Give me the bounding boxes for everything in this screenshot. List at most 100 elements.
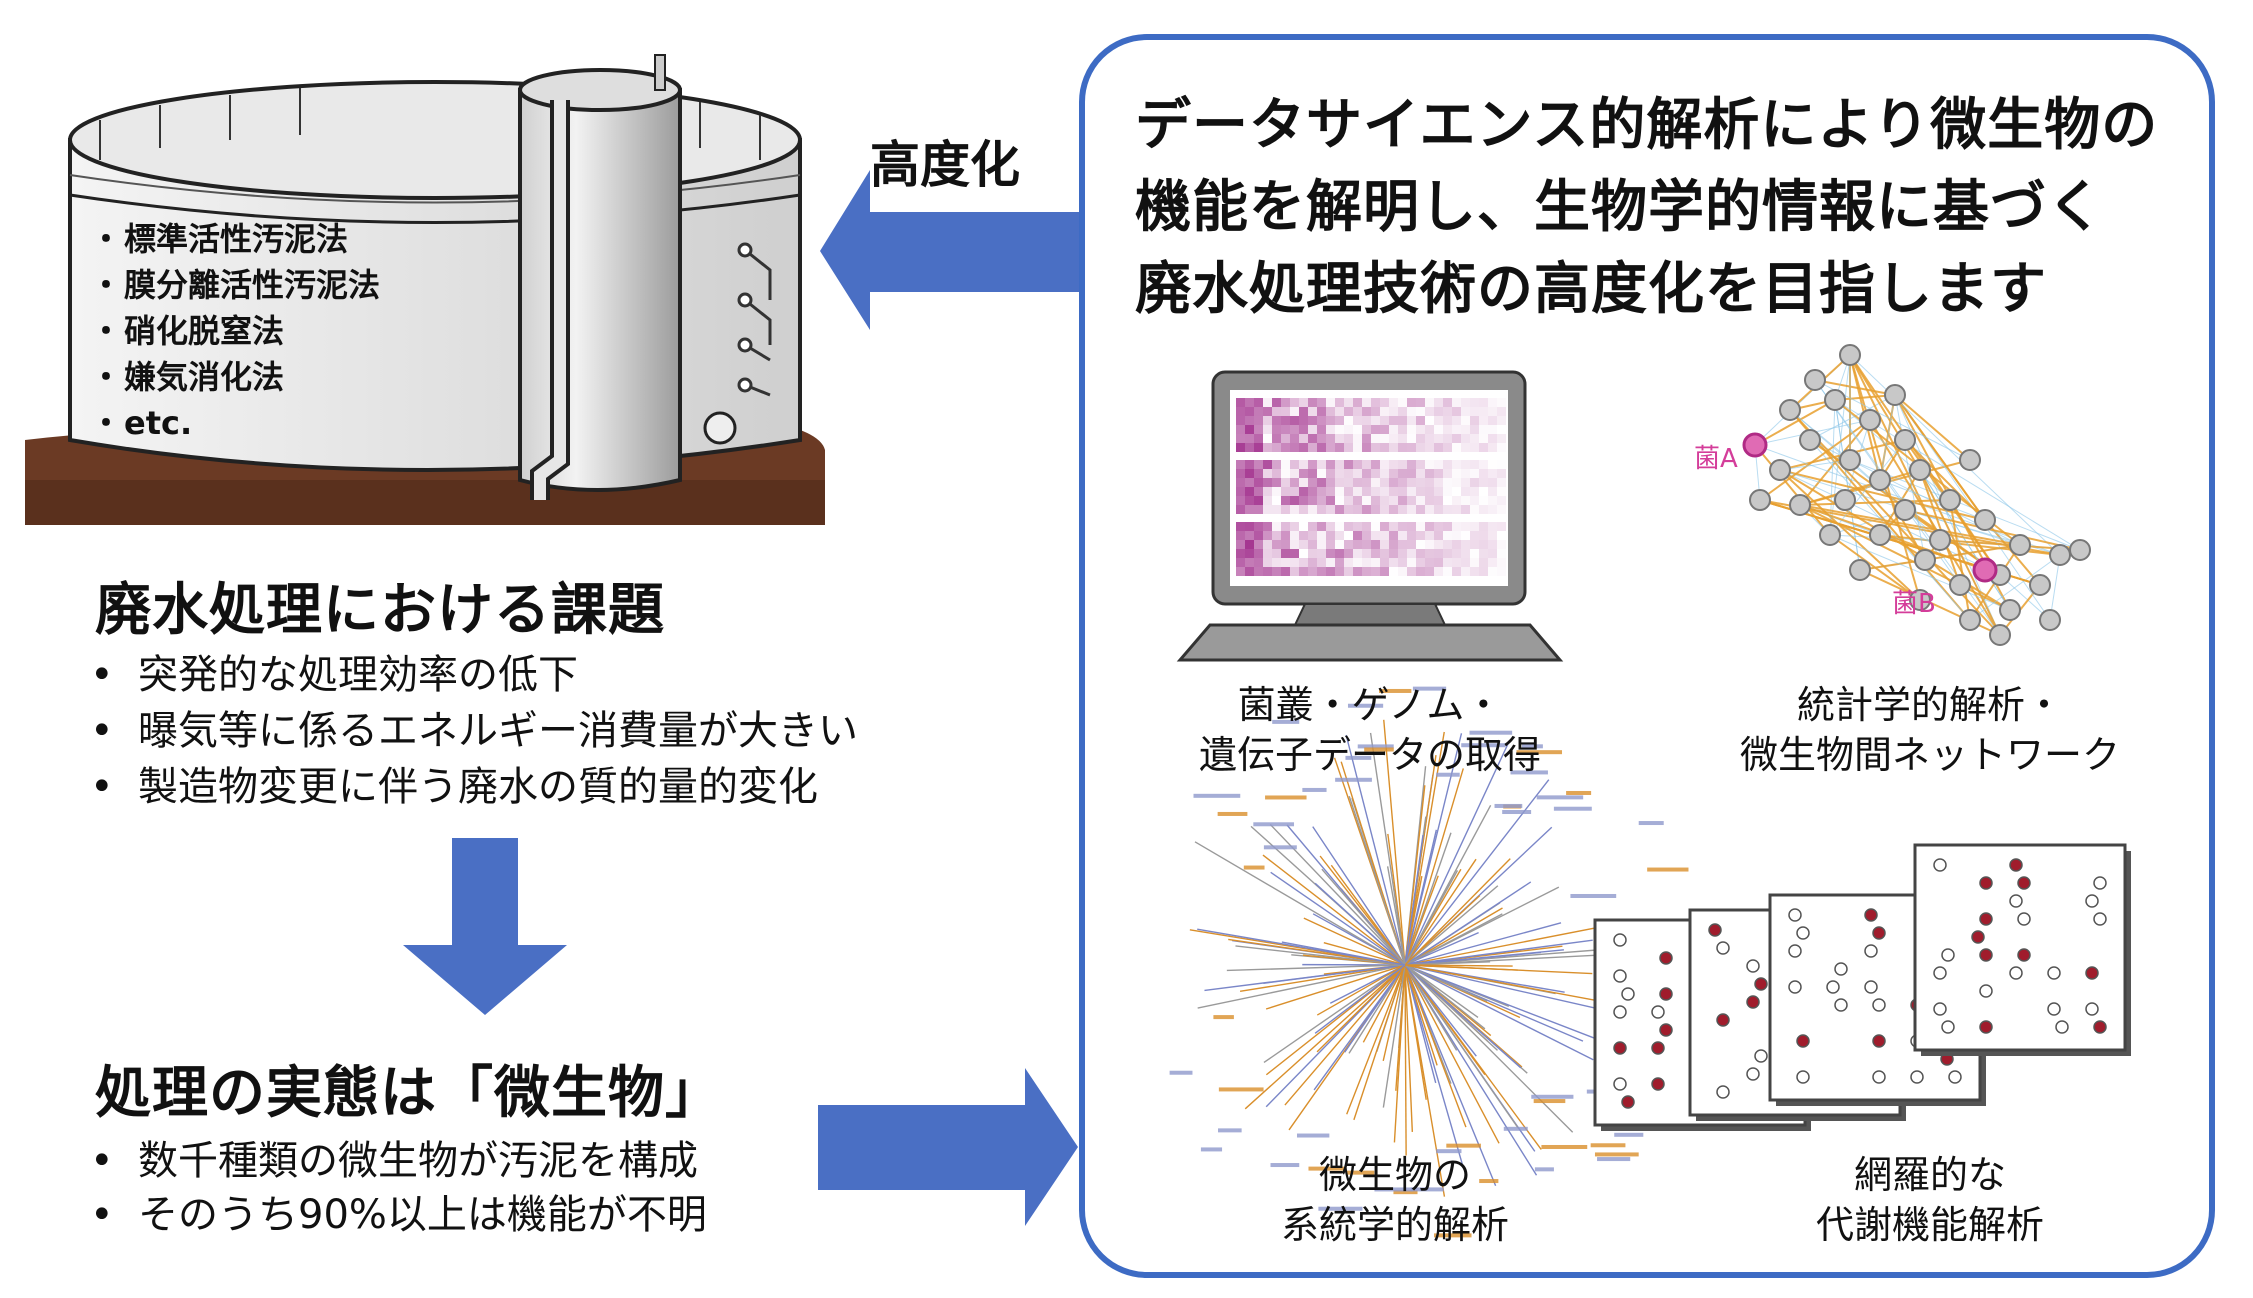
heatmap-cell <box>1353 469 1362 478</box>
heatmap-cell <box>1416 522 1425 531</box>
heatmap-cell <box>1362 460 1371 469</box>
pathway-node <box>1754 977 1768 991</box>
caption-line: 網羅的な <box>1853 1153 2006 1197</box>
heatmap-cell <box>1299 522 1308 531</box>
network-node <box>1929 529 1951 551</box>
heatmap-cell <box>1272 531 1281 540</box>
heatmap-cell <box>1452 531 1461 540</box>
phylo-branch <box>1404 834 1424 966</box>
network-edge <box>1834 399 1951 501</box>
heatmap-cell <box>1254 469 1263 478</box>
phylo-branch <box>1323 942 1406 966</box>
heatmap-cell <box>1344 522 1353 531</box>
phylo-leaf <box>1590 1143 1626 1148</box>
heatmap-cell <box>1461 443 1470 452</box>
pathway-node <box>1834 962 1848 976</box>
heatmap-cell <box>1497 460 1506 469</box>
heatmap-cell <box>1344 425 1353 434</box>
heatmap-cell <box>1425 469 1434 478</box>
network-graph-icon <box>1742 344 2091 646</box>
heatmap-cell <box>1317 469 1326 478</box>
heatmap-cell <box>1407 443 1416 452</box>
heatmap-cell <box>1434 443 1443 452</box>
pathway-node <box>2055 1020 2069 1034</box>
heatmap-cell <box>1308 531 1317 540</box>
heatmap-cell <box>1236 478 1245 487</box>
heatmap-cell <box>1254 496 1263 505</box>
heatmap-cell <box>1353 425 1362 434</box>
heatmap-cell <box>1317 478 1326 487</box>
heatmap-cell <box>1389 496 1398 505</box>
heatmap-cell <box>1308 478 1317 487</box>
network-edge <box>1809 439 1971 621</box>
pathway-node <box>1613 1041 1627 1055</box>
network-edge <box>1799 469 1921 506</box>
reality-title: 処理の実態は「微生物」 <box>95 1061 722 1126</box>
heatmap-cell <box>1344 460 1353 469</box>
pathway-node <box>1659 951 1673 965</box>
heatmap-cell <box>1335 478 1344 487</box>
pathway-node <box>1613 969 1627 983</box>
heatmap-cell <box>1245 425 1254 434</box>
heatmap-cell <box>1479 487 1488 496</box>
heatmap-cell <box>1326 522 1335 531</box>
heatmap-cell <box>1389 443 1398 452</box>
phylo-branch <box>1404 964 1479 1018</box>
heatmap-cell <box>1272 549 1281 558</box>
phylo-branch <box>1382 964 1406 1062</box>
network-edge <box>1969 554 2061 621</box>
heatmap-cell <box>1443 496 1452 505</box>
heatmap-cell <box>1281 416 1290 425</box>
heatmap-cell <box>1299 540 1308 549</box>
network-node <box>1939 489 1961 511</box>
heatmap-cell <box>1461 469 1470 478</box>
phylo-leaf <box>1570 893 1617 898</box>
heatmap-cell <box>1308 434 1317 443</box>
heatmap-cell <box>1263 443 1272 452</box>
heatmap-cell <box>1470 531 1479 540</box>
heatmap-cell <box>1470 540 1479 549</box>
heatmap-cell <box>1488 522 1497 531</box>
network-node <box>1819 524 1841 546</box>
heatmap-cell <box>1362 567 1371 576</box>
phylo-branch <box>1353 964 1406 1121</box>
heatmap-cell <box>1479 425 1488 434</box>
network-edge <box>1904 509 2081 551</box>
heatmap-cell <box>1281 425 1290 434</box>
phylo-branch <box>1404 964 1438 1066</box>
heatmap-cell <box>1299 558 1308 567</box>
heatmap-cell <box>1452 522 1461 531</box>
phylo-leaf <box>1533 1099 1566 1104</box>
network-edge <box>1759 419 1871 501</box>
heatmap-cell <box>1245 549 1254 558</box>
heatmap-cell <box>1263 434 1272 443</box>
heatmap-cell <box>1380 434 1389 443</box>
heatmap-cell <box>1272 469 1281 478</box>
pathway-node <box>1872 1070 1886 1084</box>
heatmap-cell <box>1443 425 1452 434</box>
phylo-branch <box>1404 964 1522 1069</box>
heatmap-cell <box>1470 478 1479 487</box>
heatmap-cell <box>1281 558 1290 567</box>
heatmap-cell <box>1380 540 1389 549</box>
pathway-node <box>2009 966 2023 980</box>
heatmap-cell <box>1398 540 1407 549</box>
heatmap-cell <box>1497 478 1506 487</box>
network-edge <box>1754 399 1836 446</box>
phylo-branch <box>1239 964 1406 993</box>
heatmap-cell <box>1245 443 1254 452</box>
heatmap-cell <box>1371 549 1380 558</box>
heatmap-cell <box>1362 540 1371 549</box>
heatmap-cell <box>1452 407 1461 416</box>
heatmap-cell <box>1416 443 1425 452</box>
heatmap-cell <box>1389 558 1398 567</box>
heatmap-cell <box>1461 505 1470 514</box>
pathway-node <box>1613 1077 1627 1091</box>
heatmap-cell <box>1389 434 1398 443</box>
network-edge <box>1829 534 2011 611</box>
pathway-node <box>2017 876 2031 890</box>
heatmap-cell <box>1371 434 1380 443</box>
heatmap-cell <box>1461 496 1470 505</box>
network-node <box>1869 524 1891 546</box>
heatmap-cell <box>1488 496 1497 505</box>
